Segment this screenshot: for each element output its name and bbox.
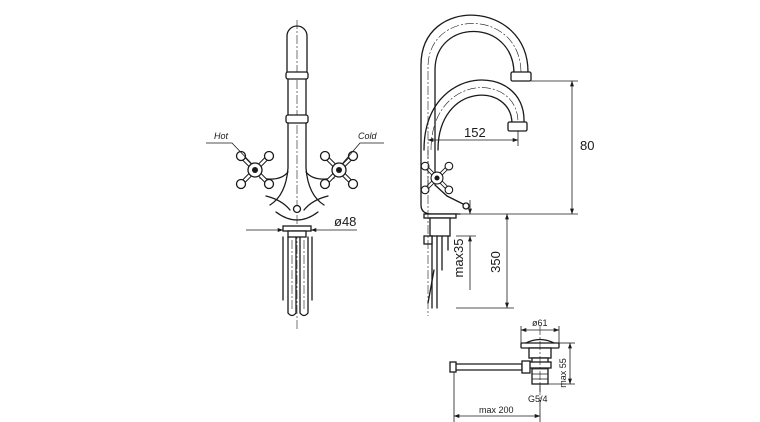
side-pop-up-knob [462, 202, 470, 210]
front-base-plate [282, 225, 312, 232]
waste-rod-joint [521, 360, 531, 374]
side-spout-lower-outer [423, 79, 525, 151]
side-spout-lower-axis [430, 87, 519, 151]
side-aerator-lower [507, 121, 528, 132]
dia48-label: ø48 [334, 214, 356, 229]
cold-leader [341, 142, 384, 165]
g54-label: G5/4 [528, 394, 548, 404]
waste-detail: ø61 max 55 G5/4 max 200 [449, 318, 575, 422]
side-handle-icon [419, 160, 455, 196]
side-mount-nut [429, 217, 451, 237]
side-supply-pipes [431, 235, 449, 309]
dim152-label: 152 [464, 125, 486, 140]
dim350-label: 350 [488, 251, 503, 273]
front-base-nut [287, 230, 307, 238]
side-aerator-upper [510, 71, 532, 82]
front-spout-ring [285, 71, 309, 80]
dia61-label: ø61 [532, 318, 548, 328]
front-pipe-axes [291, 240, 305, 310]
front-spout-top [286, 25, 308, 73]
hot-label: Hot [214, 131, 229, 141]
side-pull-rod [427, 269, 435, 304]
front-base-hub [275, 211, 319, 221]
side-spout-upper-axis [427, 23, 522, 185]
side-view: 152 80 350 max35 [419, 14, 594, 316]
waste-link-rod [453, 363, 523, 371]
front-pop-up-knob [292, 204, 302, 214]
front-collar [285, 114, 309, 124]
side-spout-upper-outer [420, 14, 529, 186]
waste-rod-end [449, 361, 457, 373]
hot-leader [206, 142, 253, 165]
waste-plug [525, 338, 555, 344]
max35-label: max35 [451, 238, 466, 277]
front-lower-body [269, 122, 325, 206]
side-spout-upper-inner [434, 30, 515, 186]
dim80-label: 80 [580, 138, 594, 153]
front-handle-arms [259, 171, 335, 211]
hot-handle-icon [237, 152, 274, 189]
side-spout-lower-inner [437, 94, 513, 151]
front-supply-pipes [282, 236, 313, 317]
front-view: Hot Cold ø48 [206, 20, 384, 330]
max200-label: max 200 [479, 405, 514, 415]
max55-label: max 55 [558, 358, 568, 388]
side-pop-up-lever [446, 195, 466, 206]
front-upper-body [287, 78, 307, 116]
cold-handle-icon [321, 152, 358, 189]
cold-label: Cold [358, 131, 378, 141]
